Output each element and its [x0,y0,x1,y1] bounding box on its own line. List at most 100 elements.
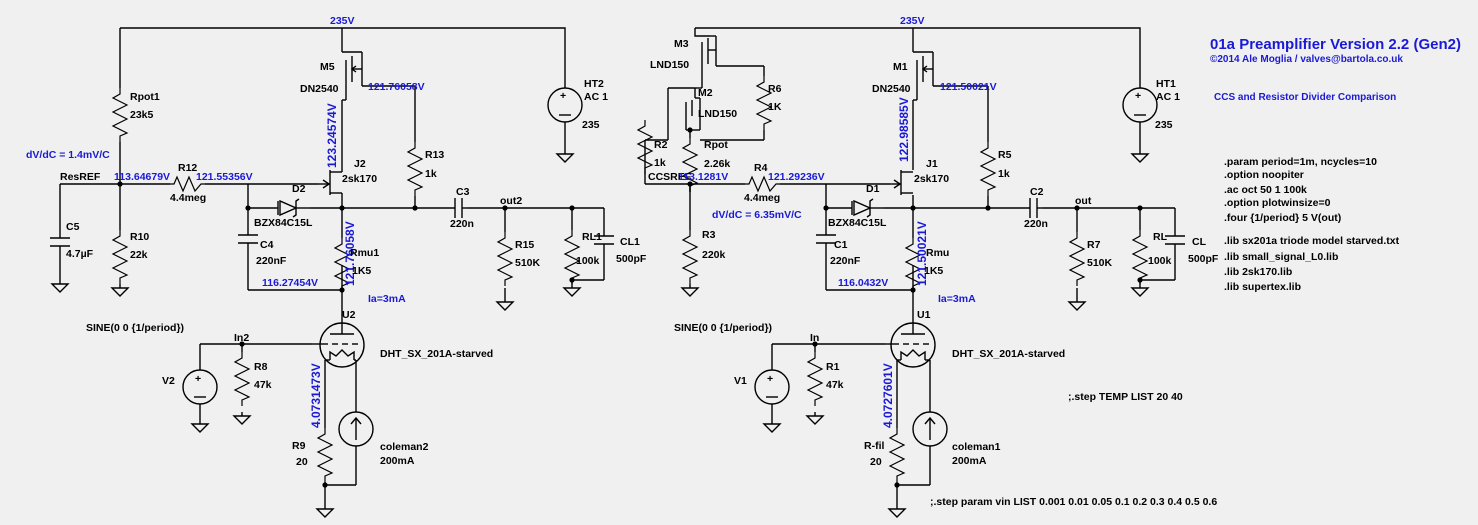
right-wires [644,27,1176,505]
r5-value: 1k [998,168,1010,180]
d2-label: D2 [292,183,306,195]
r6-value: 1K [768,101,782,113]
r4-resistor [745,175,780,193]
right-filament-voltage: 4.0727601V [881,363,895,428]
r7-label: R7 [1087,239,1101,251]
rmu1-value: 1K5 [352,265,371,277]
left-filament-voltage: 4.0731473V [309,363,323,428]
r9-label: R9 [292,440,306,452]
r2-label: R2 [654,139,668,151]
directive-line: .option noopiter [1224,169,1304,181]
schematic-title: 01a Preamplifier Version 2.2 (Gen2) [1210,36,1461,53]
v1-label: V1 [734,375,747,387]
rmu1-label: Rmu1 [350,247,379,259]
r9-value: 20 [296,456,308,468]
r3-value: 220k [702,249,726,261]
ccsref-voltage: 113.1281V [678,171,728,183]
copyright-note: ©2014 Ale Moglia / valves@bartola.co.uk [1210,54,1403,65]
r15-resistor [497,231,513,287]
right-supply-label: 235V [900,15,925,27]
rmu-label: Rmu [926,247,949,259]
r13-resistor [407,141,423,197]
r1-resistor [807,351,823,407]
directive-line: .lib small_signal_L0.lib [1224,251,1338,263]
c1-label: C1 [834,239,848,251]
resref-voltage: 113.64679V [114,171,170,183]
directive-line: .option plotwinsize=0 [1224,197,1331,209]
m5-model: DN2540 [300,83,339,95]
r15-label: R15 [515,239,534,251]
ht2-label: HT2 [584,78,604,90]
r3-resistor [682,229,698,285]
m3-model: LND150 [650,59,689,71]
r3-label: R3 [702,229,716,241]
ground-icon [1131,149,1149,163]
r10-value: 22k [130,249,148,261]
j2-jfet [318,170,343,195]
right-cathode-voltage: 116.0432V [838,277,888,289]
cl1-capacitor [594,235,614,245]
m5-vertical-voltage: 123.24574V [325,103,339,168]
v1-voltage-source: + [754,369,790,420]
rl1-value: 100k [576,255,600,267]
left-supply-label: 235V [330,15,355,27]
r12-voltage: 121.55356V [196,171,253,183]
r8-resistor [234,351,250,407]
c2-label: C2 [1030,186,1044,198]
ccsref-net-label: CCSREF [648,171,692,183]
right-dvdc-note: dV/dC = 6.35mV/C [712,209,802,221]
r4-value: 4.4meg [744,192,780,204]
r6-label: R6 [768,83,782,95]
r5-label: R5 [998,149,1012,161]
left-sine-spec: SINE(0 0 {1/period}) [86,322,184,334]
m5-mosfet [342,51,363,101]
left-circuit: + + 235V M5 DN2540 [26,15,647,518]
c4-label: C4 [260,239,274,251]
u2-label: U2 [342,309,356,321]
r5-resistor [980,141,996,197]
c3-label: C3 [456,186,470,198]
right-ia-note: Ia=3mA [938,293,976,305]
c5-capacitor [50,237,70,247]
cl1-label: CL1 [620,236,640,248]
coleman2-current-source [338,411,374,447]
ground-icon [763,419,781,433]
c5-value: 4.7µF [66,248,94,260]
j1-label: J1 [926,158,938,170]
in-net-label: In [810,332,819,344]
j2-label: J2 [354,158,366,170]
r10-label: R10 [130,231,149,243]
cl-value: 500pF [1188,253,1219,265]
ground-icon [1131,283,1149,297]
m1-source-voltage: 121.50021V [940,81,997,93]
cl1-value: 500pF [616,253,647,265]
ground-icon [1068,297,1086,311]
u1-label: U1 [917,309,931,321]
ht1-voltage-source: + [1122,87,1158,123]
rpot1-resistor [112,87,128,143]
j2-model: 2sk170 [342,173,377,185]
c3-value: 220n [450,218,474,230]
u1-triode-valve [885,322,936,368]
u1-model: DHT_SX_201A-starved [952,348,1065,360]
svg-text:+: + [767,373,773,385]
r-fil-resistor [889,427,905,483]
m1-label: M1 [893,61,908,73]
r9-resistor [317,427,333,483]
j1-model: 2sk170 [914,173,949,185]
directive-line: .lib sx201a triode model starved.txt [1224,235,1400,247]
m5-label: M5 [320,61,335,73]
u2-triode-valve [312,322,365,368]
right-sine-spec: SINE(0 0 {1/period}) [674,322,772,334]
out-net-label: out [1075,195,1092,207]
directive-line: .four {1/period} 5 V(out) [1224,212,1341,224]
ground-icon [888,504,906,518]
svg-text:+: + [560,90,566,102]
u2-model: DHT_SX_201A-starved [380,348,493,360]
coleman2-value: 200mA [380,455,415,467]
rl-value: 100k [1148,255,1172,267]
svg-text:+: + [1135,90,1141,102]
cl-label: CL [1192,236,1207,248]
coleman1-value: 200mA [952,455,987,467]
r7-value: 510K [1087,257,1113,269]
